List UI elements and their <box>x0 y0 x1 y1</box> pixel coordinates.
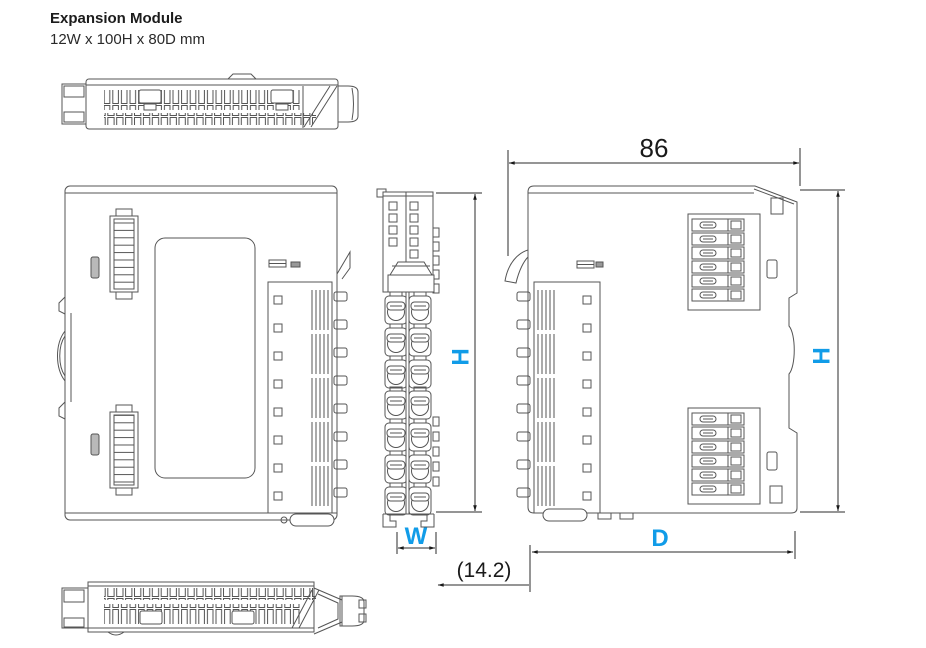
label-width: W <box>405 523 428 550</box>
connector-block-upper <box>687 213 761 311</box>
top-view <box>61 73 359 130</box>
status-slots-right-view <box>576 260 604 269</box>
bottom-view-wide-slots <box>139 610 255 625</box>
bottom-right-slot <box>769 485 783 504</box>
top-view-right-cap <box>337 85 359 123</box>
bottom-view-bump <box>107 631 125 636</box>
label-plate <box>154 237 256 479</box>
bottom-view <box>61 581 367 636</box>
label-height-side: H <box>809 347 836 364</box>
foot-right-view <box>542 508 634 522</box>
front-wire-cover <box>387 261 435 293</box>
dim-height-side <box>800 189 845 513</box>
bottom-view-hatch-line <box>291 589 313 629</box>
clip-upper <box>766 259 778 279</box>
drawing-header: Expansion Module 12W x 100H x 80D mm <box>50 8 205 50</box>
top-view-hatch-line <box>303 85 331 128</box>
connector-block-lower <box>687 407 761 505</box>
front-right-tabs <box>432 227 440 487</box>
vent-panel-left-view <box>267 281 333 514</box>
top-right-slot <box>770 197 784 215</box>
latch-hook-left-view <box>336 250 351 280</box>
pin-upper <box>90 256 100 279</box>
bottom-view-hatch-line <box>298 589 320 629</box>
bottom-view-vent-slots-row1 <box>104 588 316 600</box>
pin-lower <box>90 433 100 456</box>
vent-panel-right-view <box>533 281 601 514</box>
status-slots <box>268 259 301 268</box>
dim-depth <box>529 531 796 592</box>
label-height-front: H <box>448 348 475 365</box>
label-connector-offset: (14.2) <box>457 559 512 582</box>
top-view-wide-slots <box>138 89 294 111</box>
front-view <box>376 188 440 528</box>
top-view-vent-slots-row2 <box>104 113 316 125</box>
bottom-view-right-cap <box>339 595 367 627</box>
clip-lower <box>766 451 778 471</box>
front-feet <box>382 514 435 528</box>
latch-hook-right-view <box>504 249 529 284</box>
page-title: Expansion Module <box>50 10 183 27</box>
bus-connector-upper <box>109 208 139 300</box>
top-view-left-cap <box>61 83 87 125</box>
chamfer-line <box>753 188 795 205</box>
top-view-bump <box>227 73 257 80</box>
bottom-view-body <box>87 581 315 633</box>
foot-left-view <box>280 513 335 527</box>
left-side-body <box>64 185 338 521</box>
page-subtitle: 12W x 100H x 80D mm <box>50 31 206 48</box>
top-view-hatch-line <box>310 85 338 128</box>
dim-height-front <box>436 192 482 513</box>
din-release-latch <box>313 587 343 635</box>
bottom-view-vent-slots-row2 <box>104 604 300 624</box>
left-side-view <box>57 185 351 527</box>
dim-width <box>396 532 437 554</box>
terminal-block <box>384 291 432 516</box>
dim-overall-depth <box>507 148 801 256</box>
dimension-annotations <box>396 148 845 592</box>
label-86: 86 <box>640 133 669 163</box>
label-depth: D <box>651 525 668 552</box>
dimension-labels: 86 H H W (14.2) D <box>405 133 836 582</box>
right-side-view <box>504 185 798 522</box>
din-rail-clip-left <box>57 296 72 420</box>
bus-connector-lower <box>109 404 139 496</box>
